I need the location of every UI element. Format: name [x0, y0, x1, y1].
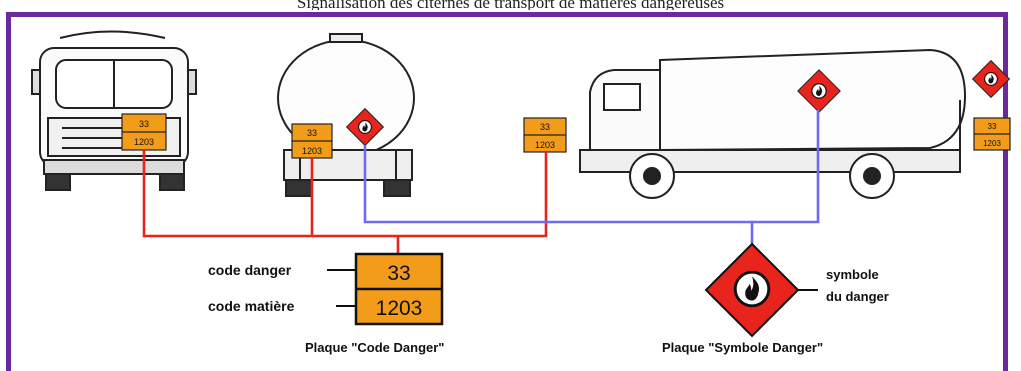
diamond-truck2: [345, 107, 385, 147]
plate-truck2-bottom: 1203: [302, 146, 322, 156]
plate-truck3-rear-top: 33: [988, 122, 997, 131]
plate-truck3-front-top: 33: [540, 122, 550, 132]
label-code-danger: code danger: [208, 262, 292, 278]
plate-truck1-top: 33: [139, 119, 149, 129]
blue-connector-lines: [363, 110, 820, 246]
legend-plate: 33 1203: [354, 252, 444, 326]
legend-plate-bottom-code: 1203: [376, 297, 423, 320]
truck-side-view: [579, 48, 967, 199]
plate-truck2-top: 33: [307, 128, 317, 138]
label-symbole-line2: du danger: [826, 289, 889, 304]
plate-truck3-rear: 33 1203: [973, 117, 1011, 151]
caption-plaque-code-danger: Plaque "Code Danger": [305, 340, 444, 355]
legend-pointer-lines: [327, 269, 356, 307]
top-caption: Signalisation des citernes de transport …: [296, 0, 725, 10]
label-symbole-line1: symbole: [826, 267, 879, 282]
plate-truck3-front: 33 1203: [523, 117, 567, 153]
legend-plate-top-code: 33: [387, 262, 410, 285]
plate-truck3-front-bottom: 1203: [535, 140, 555, 150]
truck-front-view: [31, 30, 197, 191]
truck-rear-view: [277, 33, 415, 197]
red-connector-lines: [142, 150, 548, 256]
label-code-matiere: code matière: [208, 298, 295, 314]
plate-truck2: 33 1203: [291, 123, 333, 159]
plate-truck1: 33 1203: [121, 113, 167, 151]
flame-icon: [733, 270, 771, 308]
diagram-frame: [6, 12, 1008, 371]
diamond-truck3-rear: [971, 59, 1011, 99]
diamond-truck3-side: [797, 69, 841, 113]
legend-diamond: [704, 242, 800, 338]
plate-truck3-rear-bottom: 1203: [983, 139, 1001, 148]
plate-truck1-bottom: 1203: [134, 137, 154, 147]
caption-plaque-symbole-danger: Plaque "Symbole Danger": [662, 340, 823, 355]
